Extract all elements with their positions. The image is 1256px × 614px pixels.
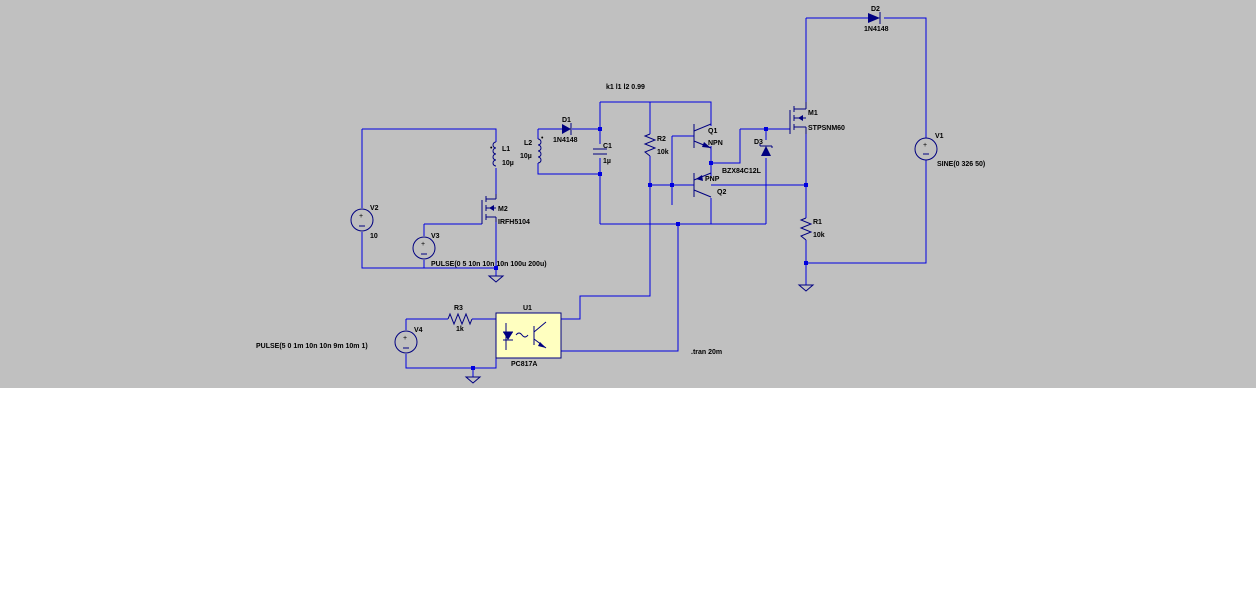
svg-text:1µ: 1µ: [603, 158, 611, 165]
schematic-canvas[interactable]: [0, 0, 1256, 388]
svg-text:+: +: [403, 335, 407, 342]
svg-text:•: •: [490, 145, 493, 152]
svg-text:PULSE(5 0 1m 10n 10n 9m 10m 1): PULSE(5 0 1m 10n 10n 9m 10m 1): [256, 343, 368, 350]
svg-text:10µ: 10µ: [520, 153, 532, 160]
capacitor-c1[interactable]: C1 1µ: [593, 143, 612, 165]
svg-text:M2: M2: [498, 206, 508, 213]
svg-text:D3: D3: [754, 139, 763, 146]
ground-icon: [797, 284, 815, 292]
svg-text:D1: D1: [562, 117, 571, 124]
zener-d3[interactable]: D3 BZX84C12L: [722, 139, 773, 175]
empty-area: [0, 388, 1256, 614]
svg-text:L2: L2: [524, 140, 532, 147]
svg-text:V4: V4: [414, 327, 423, 334]
tran-directive[interactable]: .tran 20m: [691, 349, 722, 356]
svg-text:1N4148: 1N4148: [864, 26, 889, 33]
svg-text:C1: C1: [603, 143, 612, 150]
inductor-l2[interactable]: • L2 10µ: [520, 135, 544, 164]
junction-dots: [471, 127, 808, 370]
wires: [361, 17, 927, 377]
svg-text:M1: M1: [808, 110, 818, 117]
svg-text:Q2: Q2: [717, 189, 726, 196]
voltage-source-v4[interactable]: + V4 PULSE(5 0 1m 10n 10n 9m 10m 1): [256, 327, 423, 354]
transistor-q1[interactable]: Q1 NPN: [693, 123, 723, 149]
svg-text:PNP: PNP: [705, 176, 720, 183]
resistor-r2[interactable]: R2 10k: [643, 133, 669, 157]
svg-text:+: +: [923, 142, 927, 149]
voltage-source-v2[interactable]: + V2 10: [350, 205, 379, 240]
svg-text:NPN: NPN: [708, 140, 723, 147]
svg-text:10: 10: [370, 233, 378, 240]
svg-text:1N4148: 1N4148: [553, 137, 578, 144]
transistor-q2[interactable]: PNP Q2: [693, 172, 726, 198]
inductor-l1[interactable]: • L1 10µ: [490, 141, 514, 167]
diode-d1[interactable]: D1 1N4148: [553, 117, 578, 144]
svg-text:10µ: 10µ: [502, 160, 514, 167]
svg-text:STPSNM60: STPSNM60: [808, 125, 845, 132]
svg-text:PC817A: PC817A: [511, 361, 537, 368]
svg-text:BZX84C12L: BZX84C12L: [722, 168, 762, 175]
diode-d2[interactable]: D2 1N4148: [864, 6, 889, 33]
svg-text:R2: R2: [657, 136, 666, 143]
svg-text:D2: D2: [871, 6, 880, 13]
svg-text:1k: 1k: [456, 326, 464, 333]
svg-text:PULSE(0 5 10n 10n 10n 100u 200: PULSE(0 5 10n 10n 10n 100u 200u): [431, 261, 547, 268]
voltage-source-v3[interactable]: + V3 PULSE(0 5 10n 10n 10n 100u 200u): [412, 233, 547, 268]
resistor-r1[interactable]: R1 10k: [799, 217, 825, 241]
svg-text:+: +: [421, 241, 425, 248]
svg-text:V1: V1: [935, 133, 944, 140]
svg-text:•: •: [541, 135, 544, 142]
svg-text:R3: R3: [454, 305, 463, 312]
resistor-r3[interactable]: R3 1k: [447, 305, 473, 333]
svg-text:U1: U1: [523, 305, 532, 312]
svg-text:Q1: Q1: [708, 128, 717, 135]
schematic-svg: D2 1N4148 M1 STPSNM60 + V1 SINE(0 326 50…: [256, 6, 985, 384]
svg-text:L1: L1: [502, 146, 510, 153]
svg-text:SINE(0 326 50): SINE(0 326 50): [937, 161, 985, 168]
coupling-directive[interactable]: k1 l1 l2 0.99: [606, 84, 645, 91]
ground-icon: [464, 376, 482, 384]
ground-symbols: [464, 275, 815, 384]
voltage-source-v1[interactable]: + V1 SINE(0 326 50): [914, 133, 985, 168]
svg-text:V3: V3: [431, 233, 440, 240]
ground-icon: [487, 275, 505, 283]
svg-text:R1: R1: [813, 219, 822, 226]
svg-text:V2: V2: [370, 205, 379, 212]
mosfet-m2[interactable]: M2 IRFH5104: [481, 194, 530, 226]
svg-text:+: +: [359, 213, 363, 220]
optocoupler-u1[interactable]: U1 PC817A: [495, 305, 562, 368]
svg-text:IRFH5104: IRFH5104: [498, 219, 530, 226]
svg-text:10k: 10k: [657, 149, 669, 156]
svg-text:10k: 10k: [813, 232, 825, 239]
mosfet-m1[interactable]: M1 STPSNM60: [789, 102, 845, 134]
